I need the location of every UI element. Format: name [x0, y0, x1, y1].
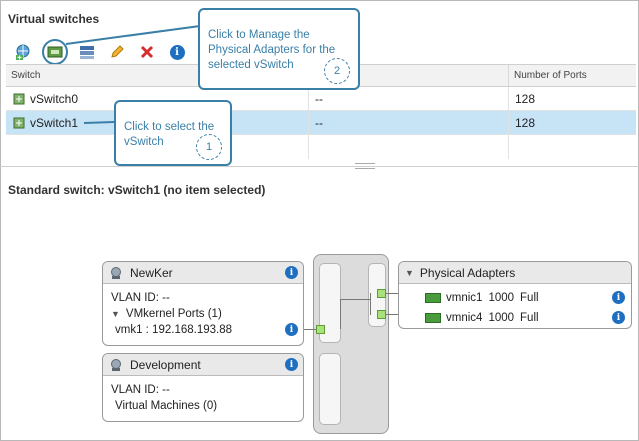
callout-number-1: 1: [196, 134, 222, 160]
nic-duplex: Full: [520, 292, 539, 304]
portgroup-newker[interactable]: NewKer i VLAN ID: -- ▼ VMkernel Ports (1)…: [102, 261, 304, 346]
nic-icon: [425, 313, 441, 323]
physical-adapters-panel[interactable]: ▼ Physical Adapters vmnic1 1000 Full i v…: [398, 261, 632, 329]
vswitch-slot-bottom: [319, 353, 341, 425]
nic-duplex: Full: [520, 312, 539, 324]
vswitch-icon: [13, 117, 25, 128]
close-icon: [140, 45, 154, 59]
info-icon[interactable]: i: [285, 323, 298, 336]
physical-adapters-title: Physical Adapters: [419, 265, 516, 280]
vswitch-icon: [13, 93, 25, 104]
vmk-label: vmk1 : 192.168.193.88: [115, 324, 232, 336]
uplink-port-2[interactable]: [377, 310, 386, 319]
globe-add-icon: [16, 44, 30, 60]
table-row[interactable]: vSwitch0 -- 128: [6, 87, 636, 111]
remove-button[interactable]: [136, 41, 158, 63]
collapse-triangle-icon: ▼: [111, 309, 120, 319]
virtual-switches-title: Virtual switches: [8, 12, 100, 26]
standard-switch-title: Standard switch: vSwitch1 (no item selec…: [8, 183, 266, 197]
connector-line: [370, 293, 371, 315]
callout-select-text: Click to select the vSwitch: [124, 121, 215, 148]
portgroup-icon: [111, 358, 121, 371]
table-row-empty: [6, 135, 636, 159]
portgroup-development[interactable]: Development i VLAN ID: -- Virtual Machin…: [102, 353, 304, 422]
virtual-machines-label: Virtual Machines (0): [115, 400, 218, 412]
splitter[interactable]: [0, 166, 639, 170]
info-icon[interactable]: i: [612, 291, 625, 304]
vlan-id: VLAN ID: --: [111, 292, 170, 304]
vmk-adapter[interactable]: vmk1 : 192.168.193.88 i: [111, 322, 298, 338]
edit-button[interactable]: [106, 41, 128, 63]
info-icon[interactable]: i: [285, 266, 298, 279]
adapter-icon: [47, 46, 63, 58]
splitter-grip[interactable]: [355, 163, 375, 169]
nic-row[interactable]: vmnic4 1000 Full i: [425, 308, 625, 328]
physical-adapters-header[interactable]: ▼ Physical Adapters: [399, 262, 631, 284]
vmkernel-ports-group[interactable]: ▼ VMkernel Ports (1): [111, 306, 295, 322]
vmkernel-ports-label: VMkernel Ports (1): [125, 308, 222, 320]
callout-number-2: 2: [324, 58, 350, 84]
portgroup-icon: [111, 266, 121, 279]
uplink-port-1[interactable]: [377, 289, 386, 298]
switch-ports: 128: [515, 91, 536, 106]
info-button[interactable]: i: [166, 41, 188, 63]
connector-line: [298, 329, 318, 330]
column-ports[interactable]: Number of Ports: [514, 70, 587, 81]
server-list-icon: [80, 46, 94, 59]
info-icon[interactable]: i: [612, 311, 625, 324]
info-icon[interactable]: i: [285, 358, 298, 371]
nic-speed: 1000: [488, 312, 515, 324]
callout-manage-text: Click to Manage the Physical Adapters fo…: [208, 29, 336, 71]
connector-line: [340, 299, 370, 300]
info-icon: i: [169, 44, 185, 60]
nic-icon: [425, 293, 441, 303]
collapse-triangle-icon: ▼: [405, 267, 414, 278]
portgroup-header: Development i: [103, 354, 303, 376]
migrate-button[interactable]: [76, 41, 98, 63]
switch-issues: --: [315, 91, 323, 106]
nic-speed: 1000: [488, 292, 515, 304]
switch-name: vSwitch0: [30, 91, 79, 106]
vmkernel-port[interactable]: [316, 325, 325, 334]
switch-name: vSwitch1: [30, 115, 79, 130]
vswitch-diagram[interactable]: [313, 254, 389, 434]
add-networking-button[interactable]: [12, 41, 34, 63]
portgroup-name: NewKer: [130, 265, 173, 280]
nic-name: vmnic1: [446, 292, 483, 304]
pencil-icon: [111, 45, 124, 58]
switch-ports: 128: [515, 115, 536, 130]
nic-row[interactable]: vmnic1 1000 Full i: [425, 288, 625, 308]
portgroup-name: Development: [130, 357, 201, 372]
connector-line: [340, 299, 341, 329]
portgroup-header: NewKer i: [103, 262, 303, 284]
switch-issues: --: [315, 115, 323, 130]
vlan-id: VLAN ID: --: [111, 384, 170, 396]
nic-name: vmnic4: [446, 312, 483, 324]
